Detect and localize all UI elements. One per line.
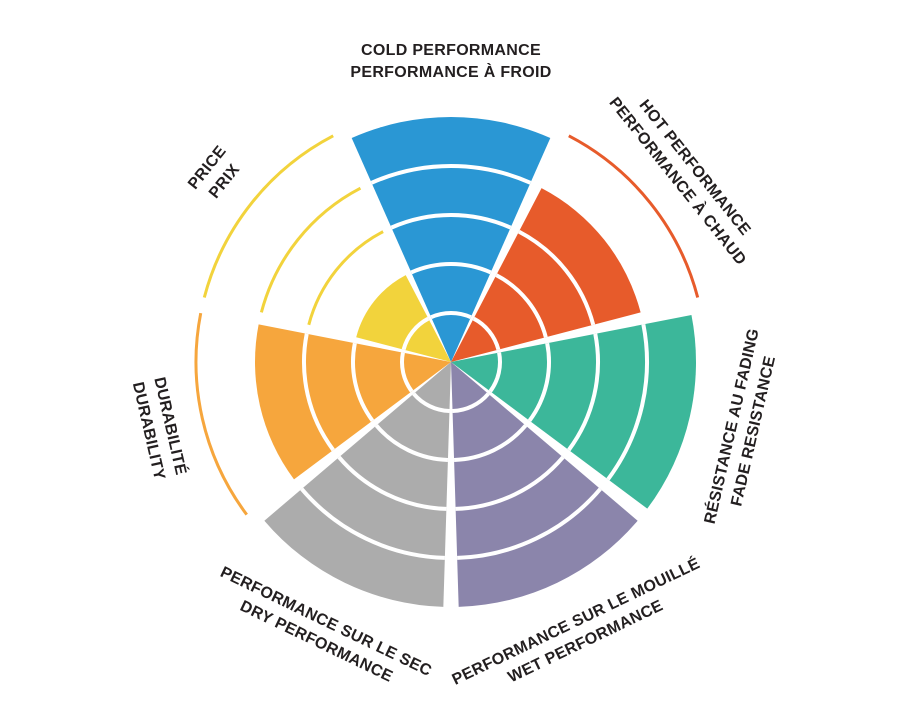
ring-divider-arc <box>567 333 600 452</box>
ring-divider-arc <box>455 455 565 511</box>
ring-divider-arc <box>370 164 532 185</box>
ring-divider-arc <box>452 392 490 413</box>
ring-divider-arc <box>374 424 448 462</box>
ring-divider-arc <box>412 392 450 413</box>
sector-fill-wet-performance <box>451 362 638 607</box>
ring-divider-arc <box>302 333 335 452</box>
ring-divider-arc <box>430 311 472 320</box>
empty-ring-arc <box>259 186 362 313</box>
ring-divider-arc <box>472 316 501 351</box>
ring-divider-arc <box>488 352 502 393</box>
ring-divider-arc <box>351 342 375 422</box>
ring-divider-arc <box>400 352 414 393</box>
ring-divider-arc <box>401 316 430 351</box>
sector-fill-dry-performance <box>264 362 451 607</box>
ring-divider-arc <box>337 455 447 511</box>
ring-divider-arc <box>606 324 649 481</box>
empty-ring-arc <box>194 312 248 516</box>
ring-divider-arc <box>495 273 548 338</box>
label-line1-cold-performance: COLD PERFORMANCE <box>361 42 541 59</box>
label-line2-hot-performance: PERFORMANCE À CHAUD <box>605 93 750 268</box>
ring-divider-arc <box>390 213 512 230</box>
sector-cold-performance: COLD PERFORMANCE PERFORMANCE À FROID <box>350 42 551 363</box>
sector-fill-fade-resistance <box>451 315 696 509</box>
empty-ring-arc <box>568 134 700 298</box>
sector-fill-cold-performance <box>351 116 551 363</box>
ring-divider-arc <box>410 261 492 275</box>
ring-divider-arc <box>457 487 602 560</box>
empty-ring-arc <box>307 230 384 326</box>
ring-divider-arc <box>517 229 596 326</box>
ring-divider-arc <box>300 487 445 560</box>
ring-divider-arc <box>454 424 528 462</box>
label-line1-hot-performance: HOT PERFORMANCE <box>636 97 754 239</box>
empty-ring-arc <box>202 134 334 298</box>
ring-divider-arc <box>527 342 551 422</box>
label-line2-cold-performance: PERFORMANCE À FROID <box>350 62 551 81</box>
sector-fill-price <box>356 275 451 362</box>
label-cold-performance: COLD PERFORMANCE PERFORMANCE À FROID <box>350 42 551 81</box>
